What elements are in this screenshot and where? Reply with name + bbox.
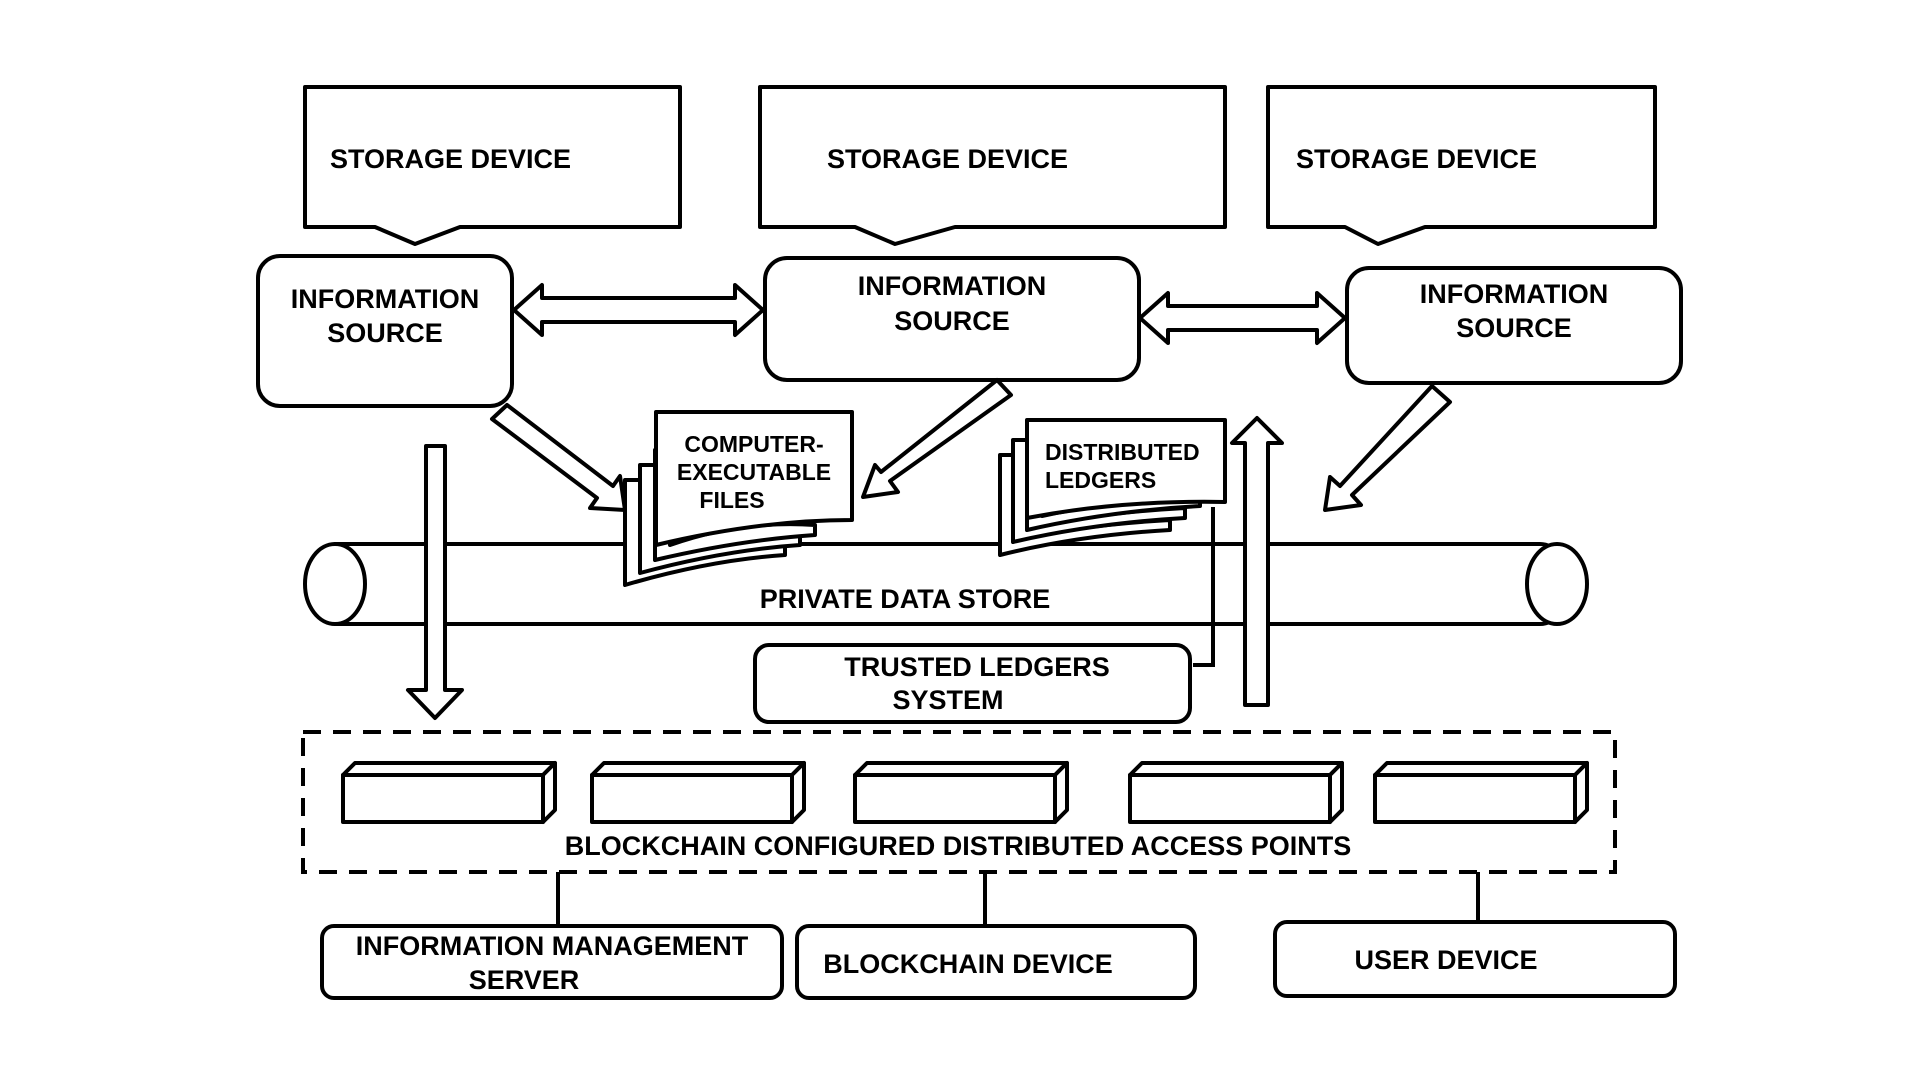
information-source-2-line1: INFORMATION: [858, 271, 1046, 301]
information-source-1-line1: INFORMATION: [291, 284, 479, 314]
blockchain-device-label: BLOCKCHAIN DEVICE: [823, 949, 1113, 979]
storage-device-2-label: STORAGE DEVICE: [827, 144, 1068, 174]
arrow-source2-to-files: [861, 378, 1013, 499]
information-source-3-line1: INFORMATION: [1420, 279, 1608, 309]
information-source-1: INFORMATION SOURCE: [256, 254, 514, 408]
ledgers-line1: DISTRIBUTED: [1045, 439, 1200, 465]
access-point-2: [590, 761, 806, 824]
user-device-label: USER DEVICE: [1354, 945, 1537, 975]
ledgers-line2: LEDGERS: [1045, 467, 1156, 493]
storage-device-1: STORAGE DEVICE: [303, 85, 682, 246]
arrow-source3-to-data-store: [1323, 384, 1452, 512]
arrow-up-to-ledgers: [1230, 416, 1284, 707]
double-arrow-1: [512, 283, 765, 337]
server-line2: SERVER: [469, 965, 580, 995]
information-source-2-line2: SOURCE: [894, 306, 1010, 336]
server-line1: INFORMATION MANAGEMENT: [356, 931, 749, 961]
storage-device-3-label: STORAGE DEVICE: [1296, 144, 1537, 174]
private-data-store-label: PRIVATE DATA STORE: [760, 584, 1051, 614]
arrow-source1-to-access-points: [406, 444, 464, 720]
trusted-ledgers-system: TRUSTED LEDGERS SYSTEM: [753, 507, 1215, 724]
information-source-3: INFORMATION SOURCE: [1345, 266, 1683, 385]
access-point-1: [341, 761, 557, 824]
access-point-3: [853, 761, 1069, 824]
access-point-4: [1128, 761, 1344, 824]
files-line1: COMPUTER-: [684, 431, 823, 457]
access-point-5: [1373, 761, 1589, 824]
access-points-group: BLOCKCHAIN CONFIGURED DISTRIBUTED ACCESS…: [301, 730, 1617, 874]
information-source-1-line2: SOURCE: [327, 318, 443, 348]
blockchain-device: BLOCKCHAIN DEVICE: [795, 924, 1197, 1000]
computer-executable-files: COMPUTER- EXECUTABLE FILES: [623, 410, 854, 587]
private-data-store: PRIVATE DATA STORE: [303, 542, 1589, 626]
storage-device-1-label: STORAGE DEVICE: [330, 144, 571, 174]
information-management-server: INFORMATION MANAGEMENT SERVER: [320, 924, 784, 1000]
storage-device-3: STORAGE DEVICE: [1266, 85, 1657, 246]
information-source-2: INFORMATION SOURCE: [763, 256, 1141, 382]
storage-device-2: STORAGE DEVICE: [758, 85, 1227, 246]
distributed-ledgers: DISTRIBUTED LEDGERS: [998, 418, 1227, 557]
trusted-ledgers-line1: TRUSTED LEDGERS: [844, 652, 1110, 682]
trusted-ledgers-line2: SYSTEM: [892, 685, 1003, 715]
information-source-3-line2: SOURCE: [1456, 313, 1572, 343]
files-line2: EXECUTABLE: [677, 459, 831, 485]
double-arrow-2: [1138, 291, 1347, 345]
access-points-label: BLOCKCHAIN CONFIGURED DISTRIBUTED ACCESS…: [565, 831, 1352, 861]
files-line3: FILES: [699, 487, 764, 513]
user-device: USER DEVICE: [1273, 920, 1677, 998]
arrow-source1-to-files: [490, 403, 627, 512]
